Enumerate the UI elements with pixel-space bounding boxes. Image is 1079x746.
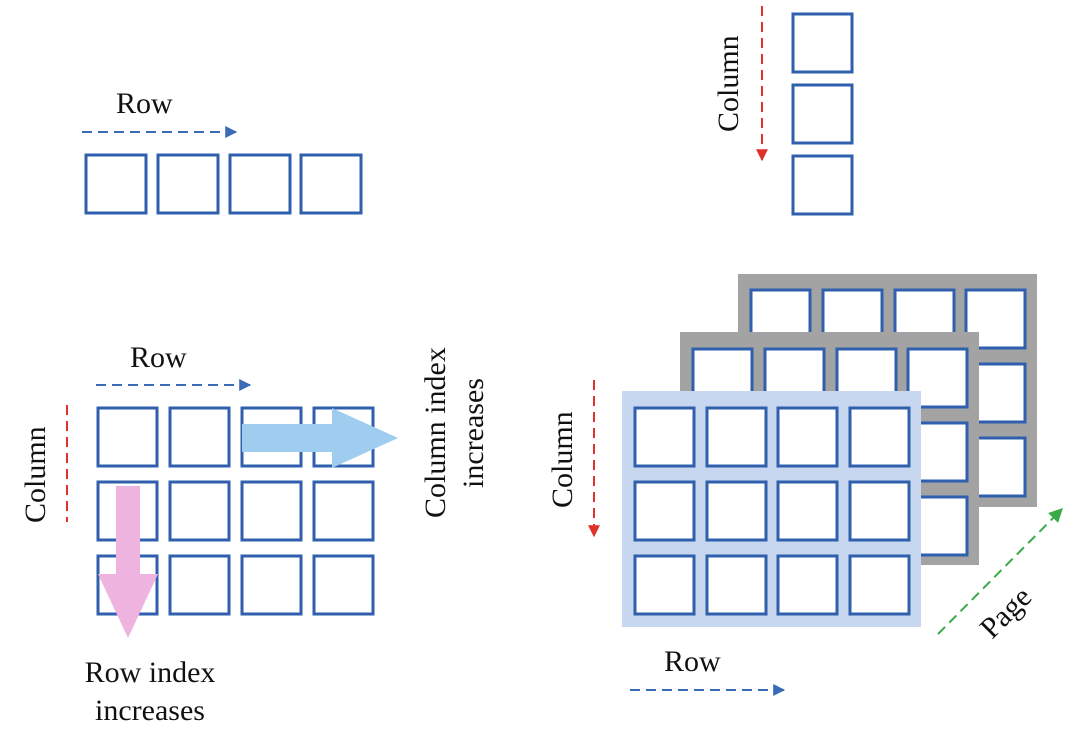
matrix-cell	[168, 554, 231, 616]
row-index-arrow	[98, 486, 158, 638]
page-cell	[633, 480, 696, 542]
column-vector-cell	[791, 12, 854, 74]
column-index-label-line2: increases	[457, 378, 490, 488]
column-vector-cell	[791, 154, 854, 216]
matrix-cell	[312, 554, 375, 616]
array-3d-row-label: Row	[664, 645, 721, 678]
matrix-cell	[168, 406, 231, 468]
row-index-label-line1: Row index	[85, 656, 216, 689]
page-cell	[848, 480, 911, 542]
row-vector-cell	[156, 153, 220, 215]
page-cell	[776, 406, 839, 468]
row-vector-cells	[84, 153, 363, 215]
matrix-cell	[312, 480, 375, 542]
matrix-cell	[240, 480, 303, 542]
row-vector-cell	[228, 153, 292, 215]
array-3d-panel: Column Row Page	[546, 274, 1063, 696]
row-vector-panel: Row	[82, 87, 363, 215]
page-cell	[776, 480, 839, 542]
matrix-column-label: Column	[19, 426, 52, 523]
column-index-label-line1: Column index	[419, 347, 452, 518]
array-3d-page-label: Page	[974, 580, 1039, 645]
page-cell	[848, 554, 911, 616]
matrix-cell	[168, 480, 231, 542]
page-direction-arrow	[937, 508, 1063, 635]
page-cell	[848, 406, 911, 468]
column-vector-panel: Column	[712, 6, 854, 216]
row-vector-cell	[84, 153, 148, 215]
row-index-label-line2: increases	[95, 694, 205, 727]
column-vector-column-label: Column	[712, 35, 745, 132]
page-cell	[705, 554, 768, 616]
page-cell	[776, 554, 839, 616]
matrix-cell	[240, 554, 303, 616]
page-cell	[633, 406, 696, 468]
matrix-cell	[96, 406, 159, 468]
page-cell	[705, 406, 768, 468]
page-cell	[705, 480, 768, 542]
row-vector-row-label: Row	[116, 87, 173, 120]
row-vector-cell	[299, 153, 363, 215]
column-vector-cell	[791, 83, 854, 145]
column-vector-cells	[791, 12, 854, 216]
column-index-arrow	[242, 408, 398, 468]
page-front	[622, 391, 921, 627]
array-3d-column-label: Column	[546, 411, 579, 508]
page-cell	[633, 554, 696, 616]
matrix-panel: Row Column Column index increases Row in…	[19, 341, 490, 727]
matrix-row-label: Row	[130, 341, 187, 374]
